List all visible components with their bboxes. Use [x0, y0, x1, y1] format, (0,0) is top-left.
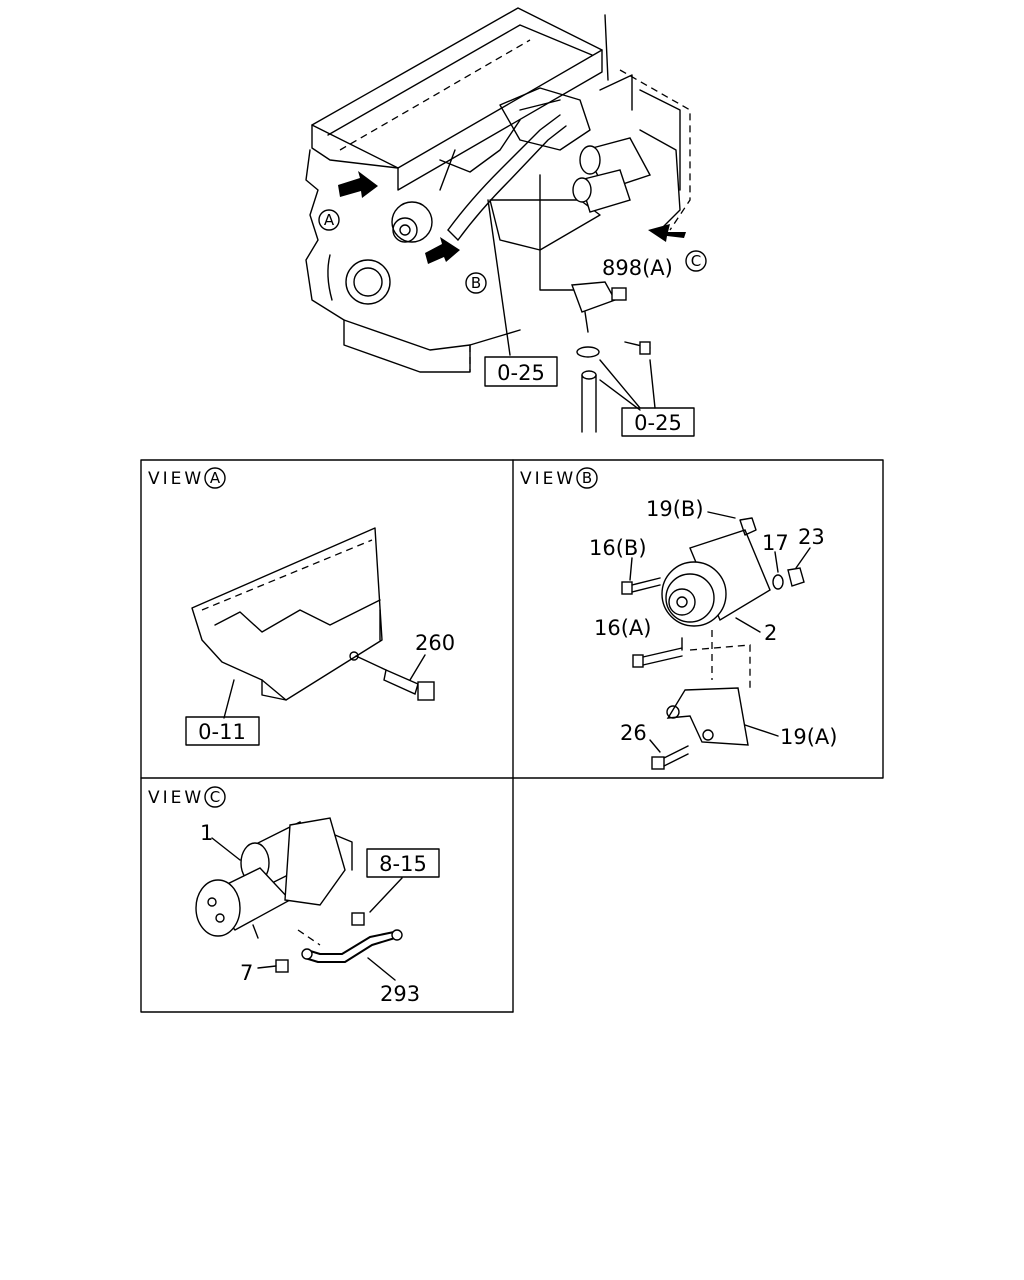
nut-23: [787, 567, 805, 587]
bolt-16a: [632, 647, 683, 668]
bracket-lower-illustration: [666, 687, 749, 746]
bolt-16b: [621, 577, 661, 595]
view-c-arrow: [648, 224, 686, 242]
part-293-label: 293: [380, 982, 420, 1006]
view-c-heading: VIEW: [148, 788, 204, 808]
view-a-marker: A: [318, 209, 340, 231]
svg-text:0-25: 0-25: [634, 411, 682, 435]
part-26-label: 26: [620, 721, 647, 745]
part-1-label: 1: [200, 821, 213, 845]
part-19a-label: 19(A): [780, 725, 837, 749]
ref-box-0-11: 0-11: [185, 716, 260, 746]
svg-text:C: C: [691, 252, 701, 270]
svg-text:0-25: 0-25: [497, 361, 545, 385]
view-b-heading-marker: B: [582, 469, 592, 487]
view-b-marker: B: [465, 272, 487, 294]
bolt-26: [651, 745, 689, 770]
svg-text:8-15: 8-15: [379, 852, 427, 876]
alternator-illustration: [661, 517, 771, 627]
washer-17: [772, 574, 784, 590]
starter-motor-illustration: [195, 817, 353, 939]
cylinder-head-illustration: [191, 527, 383, 701]
view-b-heading: VIEW: [520, 469, 576, 489]
view-c-panel: VIEW C 1 8-: [148, 786, 440, 1006]
part-16a-label: 16(A): [594, 616, 651, 640]
view-a-arrow: [338, 171, 378, 198]
svg-text:A: A: [324, 211, 335, 229]
view-a-heading: VIEW: [148, 469, 204, 489]
view-a-panel: VIEW A 260 0-11: [148, 467, 455, 746]
view-c-marker: C: [685, 250, 707, 272]
part-16b-label: 16(B): [589, 536, 647, 560]
view-panels-frame: [140, 459, 884, 1013]
ref-box-left: 0-25: [484, 356, 558, 387]
part-260-label: 260: [415, 631, 455, 655]
part-7-label: 7: [240, 961, 253, 985]
temperature-sensor: [355, 655, 435, 701]
nut-7: [275, 959, 289, 973]
part-19b-label: 19(B): [646, 497, 704, 521]
part-17-label: 17: [762, 531, 789, 555]
part-23-label: 23: [798, 525, 825, 549]
view-b-panel: VIEW B: [520, 467, 837, 770]
ref-box-8-15: 8-15: [366, 848, 440, 878]
view-a-heading-marker: A: [210, 469, 221, 487]
engine-assembly-illustration: A B 898(A) C 0-25 0-25: [305, 7, 707, 437]
view-b-arrow: [425, 237, 460, 264]
battery-cable-illustration: [297, 929, 403, 963]
svg-text:B: B: [471, 274, 481, 292]
svg-text:0-11: 0-11: [198, 720, 246, 744]
view-c-heading-marker: C: [210, 788, 220, 806]
part-898-label: 898(A): [602, 256, 673, 280]
part-2-label: 2: [764, 621, 777, 645]
ref-box-right: 0-25: [621, 407, 695, 437]
bolt-illustration: [351, 912, 365, 926]
